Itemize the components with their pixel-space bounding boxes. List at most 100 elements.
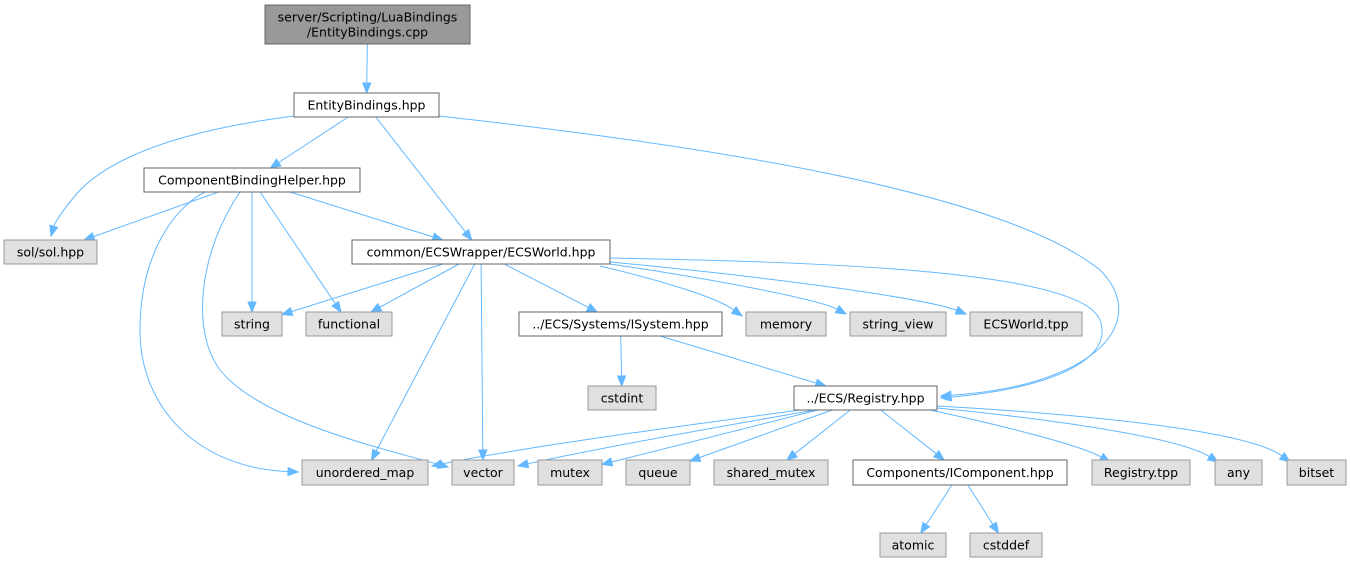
edge-arrowhead xyxy=(939,392,952,402)
node-box xyxy=(969,311,1083,337)
node-box xyxy=(625,459,691,486)
edge-arrowhead xyxy=(370,448,381,462)
node-box xyxy=(587,385,657,411)
node-ecsworld-tpp: ECSWorld.tpp xyxy=(969,311,1083,337)
edge-arrowhead xyxy=(932,449,946,461)
edge-registry_hpp-to-mutex xyxy=(600,409,819,467)
node-box xyxy=(143,167,361,193)
edge-line xyxy=(438,115,1120,396)
edge-line xyxy=(611,409,819,463)
edge-arrowhead xyxy=(834,304,848,315)
edge-entitybindings_hpp-to-componentbindinghelper_hpp xyxy=(269,116,349,169)
edge-componentbindinghelper_hpp-to-unordered_map xyxy=(139,191,300,477)
node-label: string xyxy=(234,317,270,332)
node-registry-hpp[interactable]: ../ECS/Registry.hpp xyxy=(793,385,938,411)
edge-arrowhead xyxy=(430,459,444,469)
node-label: /EntityBindings.cpp xyxy=(307,25,428,40)
edge-line xyxy=(375,116,466,233)
edge-arrowhead xyxy=(616,375,627,388)
node-box xyxy=(351,239,611,265)
node-atomic: atomic xyxy=(879,532,947,558)
node-label: Registry.tpp xyxy=(1104,465,1178,480)
edge-line xyxy=(880,409,937,455)
edge-arrowhead xyxy=(600,457,614,467)
node-shared-mutex: shared_mutex xyxy=(713,459,829,486)
edges-layer xyxy=(49,43,1292,535)
edge-line xyxy=(259,191,336,304)
node-box xyxy=(3,239,98,265)
edge-line xyxy=(967,484,994,525)
edge-line xyxy=(660,335,817,384)
edge-arrowhead xyxy=(280,306,294,316)
edge-arrowhead xyxy=(287,466,300,477)
edge-registry_hpp-to-vector xyxy=(516,409,816,469)
edge-arrowhead xyxy=(730,305,744,317)
node-label: atomic xyxy=(892,538,935,553)
node-icomponent-hpp[interactable]: Components/IComponent.hpp xyxy=(852,459,1068,486)
edge-arrowhead xyxy=(331,300,342,314)
edge-line xyxy=(929,409,1102,458)
node-box xyxy=(793,385,938,411)
edge-line xyxy=(620,335,623,377)
node-label: shared_mutex xyxy=(727,465,816,480)
node-isystem-hpp[interactable]: ../ECS/Systems/ISystem.hpp xyxy=(518,311,723,337)
edge-registry_hpp-to-icomponent_hpp xyxy=(880,409,946,461)
edge-ecsworld_hpp-to-unordered_map xyxy=(370,263,476,462)
edge-ecsworld_hpp-to-functional xyxy=(369,263,460,313)
node-label: cstddef xyxy=(983,538,1030,553)
node-box xyxy=(969,532,1043,558)
edge-line xyxy=(53,115,295,227)
edge-registry_hpp-to-queue xyxy=(688,409,833,462)
node-box xyxy=(1214,459,1263,486)
node-label: bitset xyxy=(1299,465,1335,480)
edge-line xyxy=(599,265,735,311)
edge-icomponent_hpp-to-atomic xyxy=(920,484,953,535)
node-label: mutex xyxy=(550,465,590,480)
edge-line xyxy=(379,263,460,308)
node-mutex: mutex xyxy=(537,459,603,486)
edge-line xyxy=(936,405,1283,457)
edge-ecsworld_hpp-to-vector xyxy=(478,263,488,462)
edge-arrowhead xyxy=(82,232,96,241)
edge-line xyxy=(139,191,289,473)
node-ecsworld-hpp[interactable]: common/ECSWrapper/ECSWorld.hpp xyxy=(351,239,611,265)
node-label: ComponentBindingHelper.hpp xyxy=(158,173,346,188)
node-box xyxy=(537,459,603,486)
edge-arrowhead xyxy=(247,301,257,314)
edge-line xyxy=(93,191,219,238)
node-label: queue xyxy=(638,465,677,480)
node-box xyxy=(264,4,471,45)
node-componentbindinghelper-hpp[interactable]: ComponentBindingHelper.hpp xyxy=(143,167,361,193)
edge-line xyxy=(291,263,443,313)
node-sol-hpp: sol/sol.hpp xyxy=(3,239,98,265)
edge-line xyxy=(290,191,434,238)
node-vector: vector xyxy=(451,459,515,486)
node-box xyxy=(451,459,515,486)
node-string-view: string_view xyxy=(849,311,947,337)
edge-line xyxy=(504,263,589,308)
node-string: string xyxy=(221,311,283,337)
edge-line xyxy=(202,191,439,465)
node-label: vector xyxy=(463,465,504,480)
edge-line xyxy=(794,409,851,455)
edge-registry_hpp-to-bitset xyxy=(936,405,1292,463)
node-functional: functional xyxy=(305,311,393,337)
edge-entitybindings_hpp-to-sol_hpp xyxy=(49,115,295,238)
node-label: ../ECS/Systems/ISystem.hpp xyxy=(532,317,708,332)
edge-arrowhead xyxy=(920,521,931,535)
node-label: sol/sol.hpp xyxy=(17,245,84,260)
edge-registry_hpp-to-unordered_map xyxy=(430,409,801,469)
node-root[interactable]: server/Scripting/LuaBindings/EntityBindi… xyxy=(264,4,471,45)
node-entitybindings-hpp[interactable]: EntityBindings.hpp xyxy=(293,92,440,118)
edge-registry_hpp-to-registry_tpp xyxy=(929,409,1112,463)
node-box xyxy=(1091,459,1191,486)
node-box xyxy=(713,459,829,486)
edge-line xyxy=(609,257,1103,398)
node-queue: queue xyxy=(625,459,691,486)
node-cstdint: cstdint xyxy=(587,385,657,411)
edge-arrowhead xyxy=(688,453,702,462)
node-label: EntityBindings.hpp xyxy=(307,98,425,113)
edge-line xyxy=(441,409,801,465)
node-registry-tpp: Registry.tpp xyxy=(1091,459,1191,486)
